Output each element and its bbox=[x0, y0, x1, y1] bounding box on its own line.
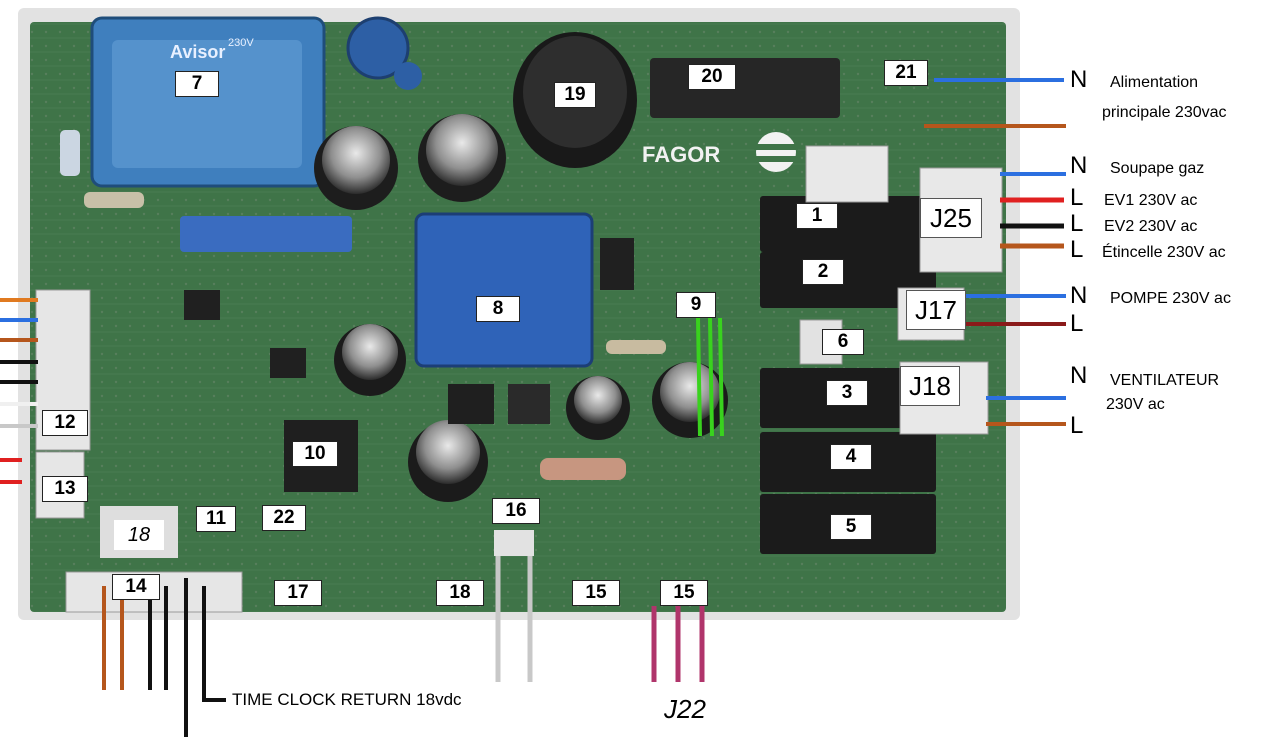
pump-l: L bbox=[1070, 310, 1084, 337]
component-label-22: 22 bbox=[262, 505, 306, 531]
fan-line2: 230V ac bbox=[1106, 396, 1165, 413]
pump-label: POMPE 230V ac bbox=[1110, 290, 1231, 307]
component-label-6: 6 bbox=[822, 329, 864, 355]
component-label-12: 12 bbox=[42, 410, 88, 436]
ev1-l: L bbox=[1070, 184, 1084, 211]
pump-n: N bbox=[1070, 282, 1088, 309]
supply-n: N bbox=[1070, 66, 1088, 93]
component-label-7: 7 bbox=[175, 71, 219, 97]
component-label-2: 2 bbox=[802, 259, 844, 285]
component-label-19: 19 bbox=[554, 82, 596, 108]
ev2-label: EV2 230V ac bbox=[1104, 218, 1198, 235]
component-label-4: 4 bbox=[830, 444, 872, 470]
connector-j17: J17 bbox=[906, 290, 966, 330]
fan-line1: VENTILATEUR bbox=[1110, 372, 1220, 389]
component-label-8: 8 bbox=[476, 296, 520, 322]
connector-j22: J22 bbox=[664, 694, 706, 724]
supply-line1: Alimentation bbox=[1110, 74, 1199, 91]
component-label-13: 13 bbox=[42, 476, 88, 502]
fagor-logo: FAGOR bbox=[642, 142, 720, 167]
component-label-9: 9 bbox=[676, 292, 716, 318]
spark-l: L bbox=[1070, 236, 1084, 263]
component-label-5: 5 bbox=[830, 514, 872, 540]
avisor-voltage: 230V bbox=[228, 37, 254, 49]
component-label-18: 18 bbox=[436, 580, 484, 606]
component-label-15-b: 15 bbox=[660, 580, 708, 606]
avisor-brand: Avisor bbox=[170, 42, 225, 62]
fan-l: L bbox=[1070, 412, 1084, 439]
component-label-11: 11 bbox=[196, 506, 236, 532]
component-label-17: 17 bbox=[274, 580, 322, 606]
component-label-3: 3 bbox=[826, 380, 868, 406]
component-label-14: 14 bbox=[112, 574, 160, 600]
time-clock-label: TIME CLOCK RETURN 18vdc bbox=[232, 690, 462, 709]
component-label-10: 10 bbox=[292, 441, 338, 467]
component-label-20: 20 bbox=[688, 64, 736, 90]
gas-valve-label: Soupape gaz bbox=[1110, 160, 1205, 177]
component-label-21: 21 bbox=[884, 60, 928, 86]
fan-n: N bbox=[1070, 362, 1088, 389]
ev1-label: EV1 230V ac bbox=[1104, 192, 1198, 209]
gas-valve-n: N bbox=[1070, 152, 1088, 179]
connector-j25: J25 bbox=[920, 198, 982, 238]
connector-j18: J18 bbox=[900, 366, 960, 406]
spark-label: Étincelle 230V ac bbox=[1102, 244, 1226, 261]
component-label-1: 1 bbox=[796, 203, 838, 229]
ev2-l: L bbox=[1070, 210, 1084, 237]
supply-line2: principale 230vac bbox=[1102, 104, 1227, 121]
component-label-18-italic: 18 bbox=[114, 520, 164, 550]
component-label-15-a: 15 bbox=[572, 580, 620, 606]
component-label-16: 16 bbox=[492, 498, 540, 524]
